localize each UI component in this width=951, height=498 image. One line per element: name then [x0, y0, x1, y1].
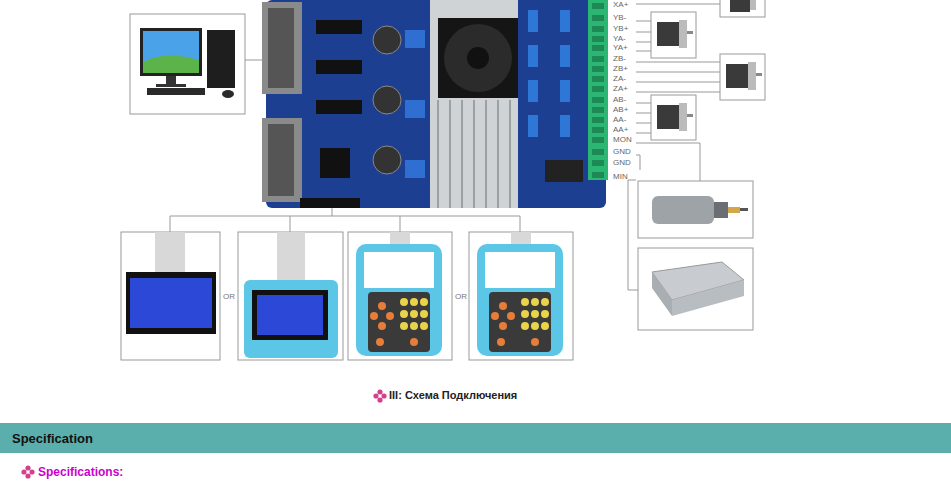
stepper-motor — [720, 0, 765, 17]
handheld-pendant — [469, 232, 573, 360]
terminal-label: MON — [613, 135, 632, 144]
keyboard — [147, 88, 205, 95]
caption: III: Схема Подключения — [389, 389, 517, 401]
terminal-label: XA+ — [613, 0, 628, 9]
stepper-motor — [651, 95, 696, 140]
terminal-label: AB- — [613, 95, 626, 104]
terminal-label: AA- — [613, 115, 626, 124]
terminal-label: AA+ — [613, 125, 628, 134]
terminal-label: YA- — [613, 34, 626, 43]
band-title: Specification — [0, 423, 951, 446]
or-label: OR — [223, 292, 235, 301]
cooling-fan — [438, 18, 518, 98]
section-subheading: Specifications: — [38, 465, 123, 479]
terminal-label: YB- — [613, 13, 626, 22]
lcd-module — [121, 232, 220, 360]
db25-connector — [262, 2, 302, 94]
relay — [545, 160, 583, 182]
terminal-label: AB+ — [613, 105, 628, 114]
power-supply — [638, 248, 753, 330]
db25-connector — [262, 118, 302, 202]
pc-tower — [207, 30, 235, 88]
monitor — [140, 28, 202, 76]
capacitor — [373, 26, 401, 54]
terminal-block — [588, 0, 608, 180]
terminal-label: GND — [613, 158, 631, 167]
image-frame — [130, 14, 245, 114]
stepper-motor — [720, 54, 765, 100]
lcd-module — [238, 232, 343, 360]
terminal-label: MIN — [613, 172, 628, 181]
spindle-motor — [638, 181, 753, 238]
controller-board — [266, 0, 606, 208]
flower-icon — [373, 389, 386, 402]
terminal-label: ZA- — [613, 74, 626, 83]
terminal-label: YA+ — [613, 43, 628, 52]
terminal-label: ZB- — [613, 54, 626, 63]
section-band: Specification — [0, 423, 951, 453]
handheld-pendant — [348, 232, 452, 360]
mcu-chip — [320, 148, 350, 178]
terminal-label: GND — [613, 147, 631, 156]
stepper-motor — [651, 12, 696, 58]
heatsink — [430, 0, 518, 208]
terminal-label: YB+ — [613, 24, 628, 33]
terminal-label: ZB+ — [613, 64, 628, 73]
or-label: OR — [455, 292, 467, 301]
terminal-label: ZA+ — [613, 84, 628, 93]
flower-icon — [21, 465, 34, 478]
